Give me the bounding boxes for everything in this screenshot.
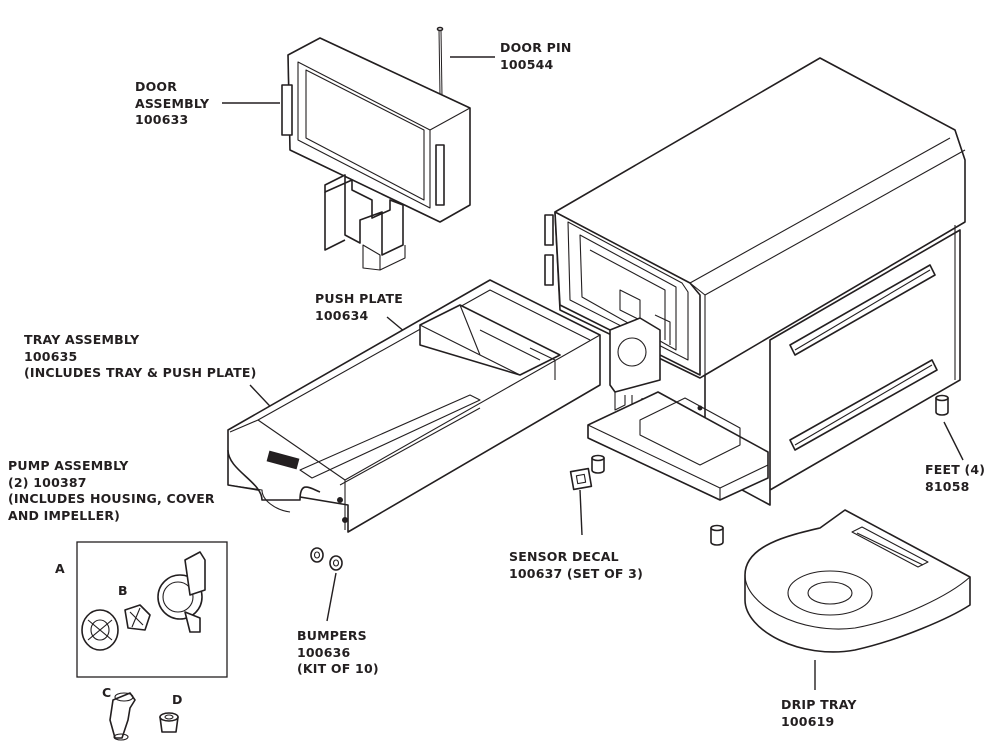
label-door-assembly: DOOR ASSEMBLY 100633 [135, 79, 209, 129]
pump-assembly-name: PUMP ASSEMBLY [8, 458, 129, 473]
door-assembly-name-1: DOOR [135, 79, 178, 94]
bumpers [310, 547, 343, 571]
bumpers-note: (KIT OF 10) [297, 661, 379, 676]
label-tray-assembly: TRAY ASSEMBLY 100635 (INCLUDES TRAY & PU… [24, 332, 257, 382]
sensor-decal [569, 467, 593, 491]
door-pin-number: 100544 [500, 56, 554, 72]
tray-assembly [227, 279, 601, 533]
sensor-decal-name: SENSOR DECAL [509, 549, 619, 564]
bumpers-number: 100636 [297, 644, 351, 660]
part-c [109, 692, 136, 741]
door-assembly-name-2: ASSEMBLY [135, 95, 210, 111]
feet-name: FEET (4) [925, 462, 986, 477]
leader-sensor-decal [579, 489, 583, 536]
label-drip-tray: DRIP TRAY 100619 [781, 697, 857, 730]
pump-assembly-note-2: AND IMPELLER) [8, 507, 121, 523]
letter-b: B [118, 583, 128, 598]
label-door-pin: DOOR PIN 100544 [500, 40, 571, 73]
door-pin-name: DOOR PIN [500, 40, 572, 55]
drip-tray-number: 100619 [781, 713, 835, 729]
label-sensor-decal: SENSOR DECAL 100637 (SET OF 3) [509, 549, 643, 582]
push-plate-name: PUSH PLATE [315, 291, 404, 306]
feet-number: 81058 [925, 478, 970, 494]
drip-tray [744, 509, 971, 653]
letter-c: C [102, 685, 112, 700]
pump-assembly-box [76, 541, 228, 678]
label-bumpers: BUMPERS 100636 (KIT OF 10) [297, 628, 379, 678]
feet [591, 394, 949, 546]
tray-assembly-note: (INCLUDES TRAY & PUSH PLATE) [24, 365, 257, 380]
sensor-decal-number: 100637 (SET OF 3) [509, 565, 643, 581]
leader-feet [943, 421, 964, 461]
dispenser-unit [544, 57, 966, 506]
letter-d: D [172, 692, 183, 707]
push-plate-number: 100634 [315, 307, 369, 323]
label-feet: FEET (4) 81058 [925, 462, 985, 495]
tray-assembly-name: TRAY ASSEMBLY [24, 332, 140, 347]
door-assembly [281, 37, 471, 271]
part-d [159, 712, 179, 733]
door-assembly-number: 100633 [135, 112, 189, 127]
label-pump-assembly: PUMP ASSEMBLY (2) 100387 (INCLUDES HOUSI… [8, 458, 215, 524]
door-pin [436, 26, 444, 97]
tray-assembly-number: 100635 [24, 348, 78, 364]
pump-assembly-note-1: (INCLUDES HOUSING, COVER [8, 491, 215, 506]
label-push-plate: PUSH PLATE 100634 [315, 291, 403, 324]
letter-a: A [55, 561, 65, 576]
pump-assembly-number: (2) 100387 [8, 474, 87, 490]
bumpers-name: BUMPERS [297, 628, 367, 643]
leader-bumpers [326, 572, 337, 622]
drip-tray-name: DRIP TRAY [781, 697, 857, 712]
